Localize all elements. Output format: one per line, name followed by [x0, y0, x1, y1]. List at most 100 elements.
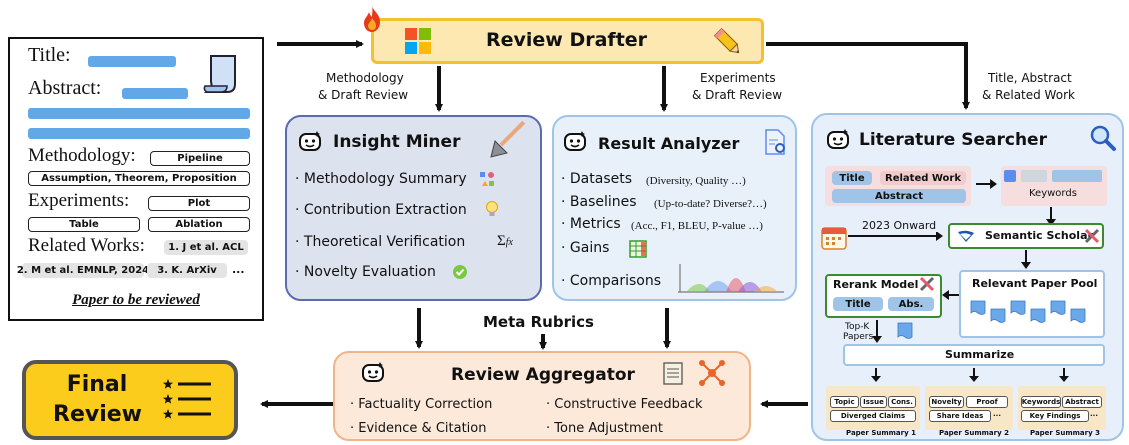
summary-1-caption: Paper Summary 1	[846, 429, 916, 437]
paper-plot-tag: Plot	[148, 196, 250, 211]
keyword-chip-1	[1004, 170, 1016, 182]
paper-assumption-tag: Assumption, Theorem, Proposition	[28, 171, 250, 186]
result-datasets-note: (Diversity, Quality …)	[646, 175, 746, 187]
topk-label-1: Top-K	[845, 322, 870, 332]
insight-item-3: · Theoretical Verification	[295, 234, 466, 250]
paper-pipeline-tag: Pipeline	[150, 151, 250, 166]
edge-label-experiments-1: Experiments	[700, 71, 776, 85]
insight-item-4: · Novelty Evaluation	[295, 264, 436, 280]
robot-icon	[564, 131, 586, 151]
summary-2-caption: Paper Summary 2	[939, 429, 1009, 437]
lightbulb-icon	[486, 201, 498, 216]
keyword-chip-2	[1021, 170, 1047, 182]
star-list-icon	[163, 379, 211, 419]
paper-title-bar	[88, 56, 176, 67]
arrow-onward	[848, 231, 943, 241]
arrow-rerank-to-summarize	[872, 320, 882, 343]
document-search-icon	[765, 129, 785, 155]
summary-3-caption: Paper Summary 3	[1030, 429, 1100, 437]
review-drafter-box	[371, 18, 764, 64]
paper-ref-1: 1. J et al. ACL	[164, 240, 248, 255]
aggregator-item-4: · Tone Adjustment	[546, 421, 663, 436]
edge-label-experiments-2: & Draft Review	[692, 88, 783, 102]
rerank-abs-tag: Abs.	[888, 297, 934, 311]
aggregator-item-1: · Factuality Correction	[350, 397, 493, 412]
arrow-drafter-to-literature	[766, 42, 970, 110]
result-metrics-label: · Metrics	[561, 216, 621, 232]
arrow-keywords-to-scholar	[1046, 207, 1056, 226]
document-icon	[203, 55, 236, 93]
paper-experiments-label: Experiments:	[28, 190, 130, 211]
summary-2-tag-novelty: Novelty	[929, 396, 964, 408]
notepad-icon	[663, 362, 683, 385]
paper-summary-1	[826, 386, 920, 430]
aggregator-item-2: · Constructive Feedback	[546, 397, 703, 412]
paper-summary-3	[1018, 386, 1106, 430]
edge-label-literature-2: & Related Work	[982, 88, 1075, 102]
paper-caption: Paper to be reviewed	[72, 292, 200, 308]
pencil-icon	[713, 27, 740, 54]
result-gains-label: · Gains	[561, 240, 610, 256]
insight-miner-title: Insight Miner	[333, 132, 461, 152]
semantic-scholar-box	[948, 223, 1104, 249]
paper-ablation-tag: Ablation	[148, 217, 250, 232]
tag-related-work: Related Work	[880, 171, 966, 185]
tools-icon	[919, 276, 935, 292]
magnifier-icon	[1090, 125, 1116, 151]
summary-2-sub: Share Ideas	[929, 410, 991, 422]
paper-methodology-label: Methodology:	[28, 145, 136, 166]
result-baselines-label: · Baselines	[561, 194, 637, 210]
summary-1-tag-cons: Cons.	[888, 396, 916, 408]
final-review-line-1: Final	[66, 372, 128, 397]
verified-badge-icon	[453, 265, 467, 279]
paper-table-tag: Table	[28, 217, 140, 232]
summary-3-sub: Key Findings	[1021, 410, 1089, 422]
summary-3-tag-abstract: Abstract	[1062, 396, 1102, 408]
paper-related-label: Related Works:	[28, 235, 145, 256]
table-grid-icon	[629, 240, 647, 258]
topk-label-2: Papers	[843, 332, 874, 342]
calendar-icon	[821, 227, 847, 250]
keywords-label: Keywords	[1029, 188, 1077, 199]
paper-abstract-bar	[122, 88, 188, 99]
aggregator-item-3: · Evidence & Citation	[350, 421, 487, 436]
rerank-title-tag: Title	[833, 297, 883, 311]
result-analyzer-title: Result Analyzer	[598, 134, 740, 153]
paper-abstract-label: Abstract:	[28, 77, 102, 99]
summarize-label: Summarize	[945, 348, 1015, 361]
network-icon	[699, 360, 725, 386]
windows-logo-icon	[405, 28, 431, 54]
sigma-f-icon: Σfx	[497, 233, 513, 249]
scholar-logo-icon	[958, 230, 974, 242]
review-aggregator-title: Review Aggregator	[451, 365, 635, 385]
summary-3-dots: ...	[1090, 410, 1098, 418]
final-review-line-2: Review	[53, 402, 142, 427]
paper-ref-ellipsis: ...	[232, 263, 245, 276]
topk-paper-icon	[897, 322, 913, 339]
summarize-box	[843, 344, 1105, 366]
arrow-to-keywords	[976, 179, 997, 189]
paper-body-bar-1	[28, 108, 250, 119]
summary-1-tag-issue: Issue	[860, 396, 887, 408]
distribution-plot-icon	[678, 264, 784, 293]
result-metrics-note: (Acc., F1, BLEU, P-value …)	[631, 220, 763, 232]
result-analyzer-panel	[552, 115, 797, 301]
onward-label: 2023 Onward	[860, 219, 939, 232]
robot-icon	[299, 131, 321, 151]
relevant-paper-pool-label: Relevant Paper Pool	[972, 277, 1098, 290]
result-datasets-label: · Datasets	[561, 171, 633, 187]
tools-icon	[1084, 228, 1100, 244]
arrow-scholar-to-pool	[1021, 250, 1031, 269]
result-comparisons-label: · Comparisons	[561, 273, 662, 289]
summary-1-tag-topic: Topic	[830, 396, 859, 408]
summarize-arrows	[871, 368, 1069, 382]
paper-summary-2	[925, 386, 1013, 430]
tag-title: Title	[832, 171, 872, 185]
paper-title-label: Title:	[28, 44, 71, 66]
robot-icon	[827, 129, 849, 149]
paper-ref-2: 2. M et al. EMNLP, 2024	[16, 263, 150, 278]
keyword-chip-3	[1052, 170, 1102, 182]
review-drafter-title: Review Drafter	[486, 29, 648, 51]
edge-label-methodology-2: & Draft Review	[318, 88, 409, 102]
